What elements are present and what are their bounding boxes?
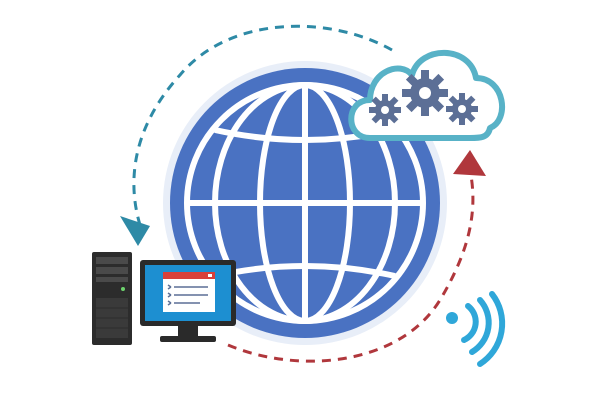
gear-icon [369,94,401,126]
cloud-icon [348,49,506,141]
upload-arc [227,169,475,363]
upload-arrow-icon [453,150,486,176]
download-arc [132,24,393,226]
wifi-icon [446,291,506,367]
desktop-tower-icon [92,252,132,345]
gear-icon [402,70,448,116]
download-arrow-icon [120,216,150,246]
gear-icon [446,93,478,125]
browser-window-icon [163,272,215,312]
